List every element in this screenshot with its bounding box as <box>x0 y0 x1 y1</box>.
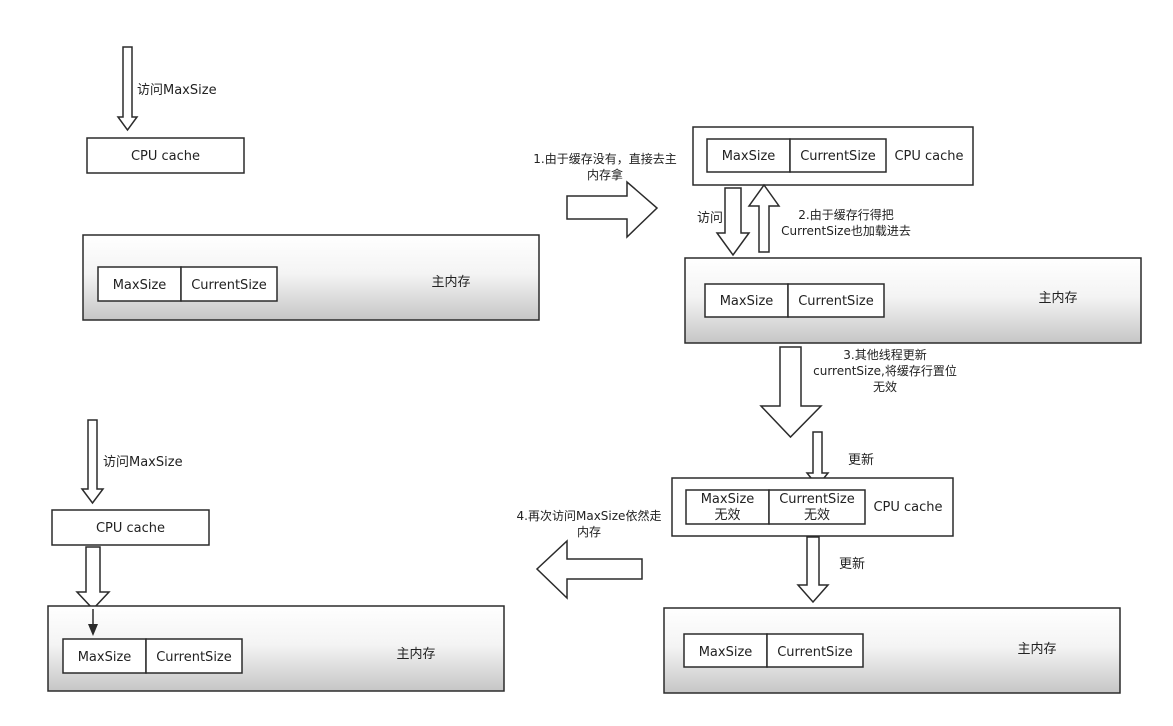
main-memory-label-2: 主内存 <box>1038 290 1077 306</box>
step-3: 3.其他线程更新 currentSize,将缓存行置位 无效 <box>759 346 957 439</box>
maxsize-label-2: MaxSize <box>722 149 776 164</box>
panel-2: MaxSize CurrentSize CPU cache 访问 2.由于缓存行… <box>684 126 1142 344</box>
currentsize-label-2: CurrentSize <box>800 149 876 164</box>
step-1-line-1: 1.由于缓存没有，直接去主 <box>533 151 676 166</box>
cpu-cache-box-4 <box>51 509 210 546</box>
currentsize-cell-2 <box>789 138 887 173</box>
arrow-down-access-4 <box>80 419 105 505</box>
cpu-cache-label-2: CPU cache <box>894 149 963 164</box>
maxsize-label-3: MaxSize <box>720 294 774 309</box>
maxsize-cell-4 <box>685 489 770 525</box>
maxsize-label-1: MaxSize <box>113 278 167 293</box>
currentsize-label-1: CurrentSize <box>191 278 267 293</box>
step-3-line-3: 无效 <box>873 379 897 394</box>
access-maxsize-label-1: 访问MaxSize <box>137 83 217 98</box>
currentsize-cell-5 <box>766 633 864 668</box>
step-4: 4.再次访问MaxSize依然走 内存 <box>517 508 662 600</box>
arrow-down-access-1 <box>116 46 139 132</box>
currentsize-invalid-label: 无效 <box>804 508 830 523</box>
maxsize-label-4: MaxSize <box>701 492 755 507</box>
main-memory-label-3: 主内存 <box>1017 641 1056 657</box>
pointer-arrowhead-4 <box>88 624 98 636</box>
arrow-down-bypass-4 <box>75 546 111 611</box>
arrow-left-step-4 <box>535 539 643 600</box>
cpu-cache-label-3: CPU cache <box>873 500 942 515</box>
cpu-cache-box-1 <box>86 137 245 174</box>
cpu-cache-label-4: CPU cache <box>96 521 165 536</box>
step-3-line-1: 3.其他线程更新 <box>843 347 926 362</box>
access-maxsize-label-4: 访问MaxSize <box>103 455 183 470</box>
currentsize-label-6: CurrentSize <box>156 650 232 665</box>
panel-3: 更新 MaxSize 无效 CurrentSize 无效 CPU cache 更… <box>663 431 1121 694</box>
currentsize-cell-4 <box>768 489 866 525</box>
maxsize-invalid-label: 无效 <box>714 508 740 523</box>
currentsize-label-5: CurrentSize <box>777 645 853 660</box>
update-label-4: 更新 <box>839 556 865 572</box>
maxsize-cell-1 <box>97 266 182 302</box>
currentsize-label-3: CurrentSize <box>798 294 874 309</box>
currentsize-cell-6 <box>145 638 243 674</box>
step-4-line-1: 4.再次访问MaxSize依然走 <box>517 508 662 523</box>
panel-4: 访问MaxSize CPU cache MaxSize CurrentSize … <box>47 419 505 692</box>
maxsize-label-5: MaxSize <box>699 645 753 660</box>
main-memory-label-4: 主内存 <box>396 646 435 662</box>
arrow-up-load-2 <box>747 183 781 253</box>
maxsize-cell-2 <box>706 138 791 173</box>
step-1: 1.由于缓存没有，直接去主 内存拿 <box>533 151 677 239</box>
panel-1: 访问MaxSize CPU cache MaxSize CurrentSize … <box>82 46 540 321</box>
access-label-2: 访问 <box>697 211 723 226</box>
currentsize-cell-1 <box>180 266 278 302</box>
step-2-line-1: 2.由于缓存行得把 <box>798 207 893 222</box>
currentsize-label-4: CurrentSize <box>779 492 855 507</box>
step-4-line-2: 内存 <box>577 525 601 539</box>
update-label-3: 更新 <box>848 452 874 468</box>
arrow-down-update-4 <box>796 536 830 604</box>
step-3-line-2: currentSize,将缓存行置位 <box>813 363 957 378</box>
arrow-down-access-2 <box>715 187 751 257</box>
step-2-line-2: CurrentSize也加载进去 <box>781 224 911 238</box>
arrow-right-step-1 <box>566 180 659 239</box>
maxsize-label-6: MaxSize <box>78 650 132 665</box>
main-memory-label-1: 主内存 <box>431 274 470 290</box>
step-1-line-2: 内存拿 <box>587 167 623 182</box>
currentsize-cell-3 <box>787 283 885 318</box>
cpu-cache-label-1: CPU cache <box>131 149 200 164</box>
arrow-down-step-3 <box>759 346 823 439</box>
